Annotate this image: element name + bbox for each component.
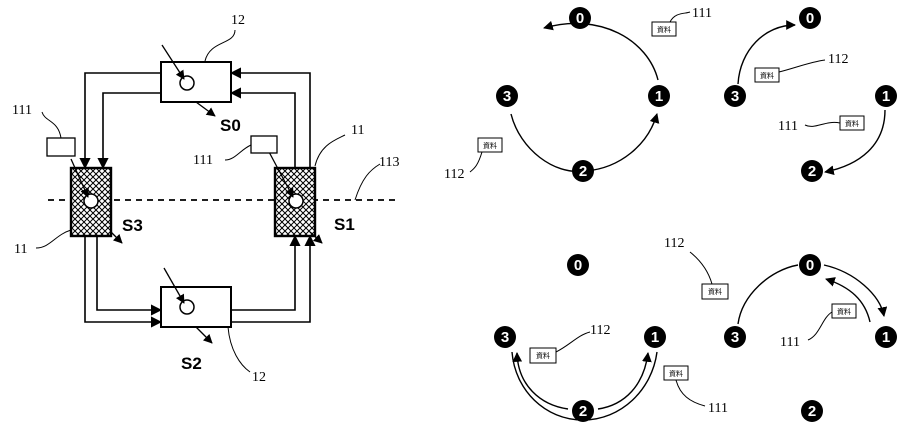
ref-111: 111: [780, 335, 800, 350]
node-2: 2: [801, 400, 823, 422]
packet-111: 資料 111: [778, 115, 865, 134]
ref-111-right: 111: [193, 153, 213, 168]
ref-111: 111: [692, 6, 712, 21]
packet-111: 資料 111: [663, 365, 728, 416]
station-s2: S2 12: [160, 267, 266, 385]
svg-text:資料: 資料: [657, 25, 671, 34]
ring-panel-top-left: 0 1 2 3 資料 111 資料 112: [444, 6, 712, 182]
svg-text:2: 2: [579, 403, 587, 420]
svg-text:資料: 資料: [708, 287, 722, 296]
node-3: 3: [496, 85, 518, 107]
svg-text:1: 1: [882, 329, 890, 346]
station-label-s0: S0: [220, 116, 241, 135]
node-0: 0: [799, 254, 821, 276]
packet-112: 資料 112: [664, 236, 729, 300]
station-s1: S1 11 111 113: [193, 123, 399, 244]
svg-text:3: 3: [501, 329, 509, 346]
packet-112: 資料 112: [754, 52, 848, 83]
svg-text:3: 3: [503, 88, 511, 105]
node-2: 2: [801, 160, 823, 182]
node-0: 0: [799, 7, 821, 29]
node-1: 1: [644, 326, 666, 348]
ring-panel-top-right: 0 1 2 3 資料 112 資料 111: [724, 7, 897, 182]
ref-112: 112: [664, 236, 684, 251]
ref-111: 111: [778, 119, 798, 134]
node-3: 3: [724, 326, 746, 348]
ring-panel-bottom-right: 0 1 2 3 資料 112 資料 111: [664, 236, 897, 422]
svg-text:1: 1: [651, 329, 659, 346]
node-2: 2: [572, 400, 594, 422]
ring-panel-bottom-left: 0 1 2 3 資料 112 資料 111: [494, 254, 728, 422]
ref-111-left: 111: [12, 103, 32, 118]
svg-text:0: 0: [806, 257, 814, 274]
ref-11-left: 11: [14, 242, 27, 257]
ref-112: 112: [444, 167, 464, 182]
svg-text:2: 2: [808, 163, 816, 180]
svg-text:0: 0: [574, 257, 582, 274]
svg-text:3: 3: [731, 88, 739, 105]
svg-text:2: 2: [579, 163, 587, 180]
node-1: 1: [875, 85, 897, 107]
packet-112: 資料 112: [529, 323, 610, 364]
packet-111-left: [46, 137, 76, 157]
svg-text:資料: 資料: [536, 351, 550, 360]
svg-text:資料: 資料: [760, 71, 774, 80]
station-label-s2: S2: [181, 354, 202, 373]
svg-text:資料: 資料: [845, 119, 859, 128]
ref-11-right: 11: [351, 123, 364, 138]
ref-113: 113: [379, 155, 399, 170]
svg-text:0: 0: [576, 10, 584, 27]
node-0: 0: [567, 254, 589, 276]
svg-text:資料: 資料: [669, 369, 683, 378]
packet-111: 資料 111: [780, 303, 857, 350]
node-2: 2: [572, 160, 594, 182]
node-3: 3: [494, 326, 516, 348]
node-3: 3: [724, 85, 746, 107]
station-label-s1: S1: [334, 215, 355, 234]
ref-12-bottom: 12: [252, 370, 266, 385]
svg-text:1: 1: [882, 88, 890, 105]
ref-112: 112: [590, 323, 610, 338]
station-s0: S0 12: [160, 13, 245, 135]
svg-text:1: 1: [655, 88, 663, 105]
node-0: 0: [569, 7, 591, 29]
svg-text:資料: 資料: [837, 307, 851, 316]
ref-111: 111: [708, 401, 728, 416]
ring-network-diagram: S0 12 S2 12 S3 11 111: [12, 13, 399, 385]
ref-12-top: 12: [231, 13, 245, 28]
node-1: 1: [648, 85, 670, 107]
svg-text:資料: 資料: [483, 141, 497, 150]
station-s3: S3 11 111: [12, 103, 143, 257]
packet-111-right: [250, 135, 278, 154]
packet-112: 資料 112: [444, 137, 503, 182]
svg-text:0: 0: [806, 10, 814, 27]
node-1: 1: [875, 326, 897, 348]
packet-111: 資料 111: [651, 6, 712, 37]
svg-text:3: 3: [731, 329, 739, 346]
station-label-s3: S3: [122, 216, 143, 235]
svg-text:2: 2: [808, 403, 816, 420]
ref-112: 112: [828, 52, 848, 67]
